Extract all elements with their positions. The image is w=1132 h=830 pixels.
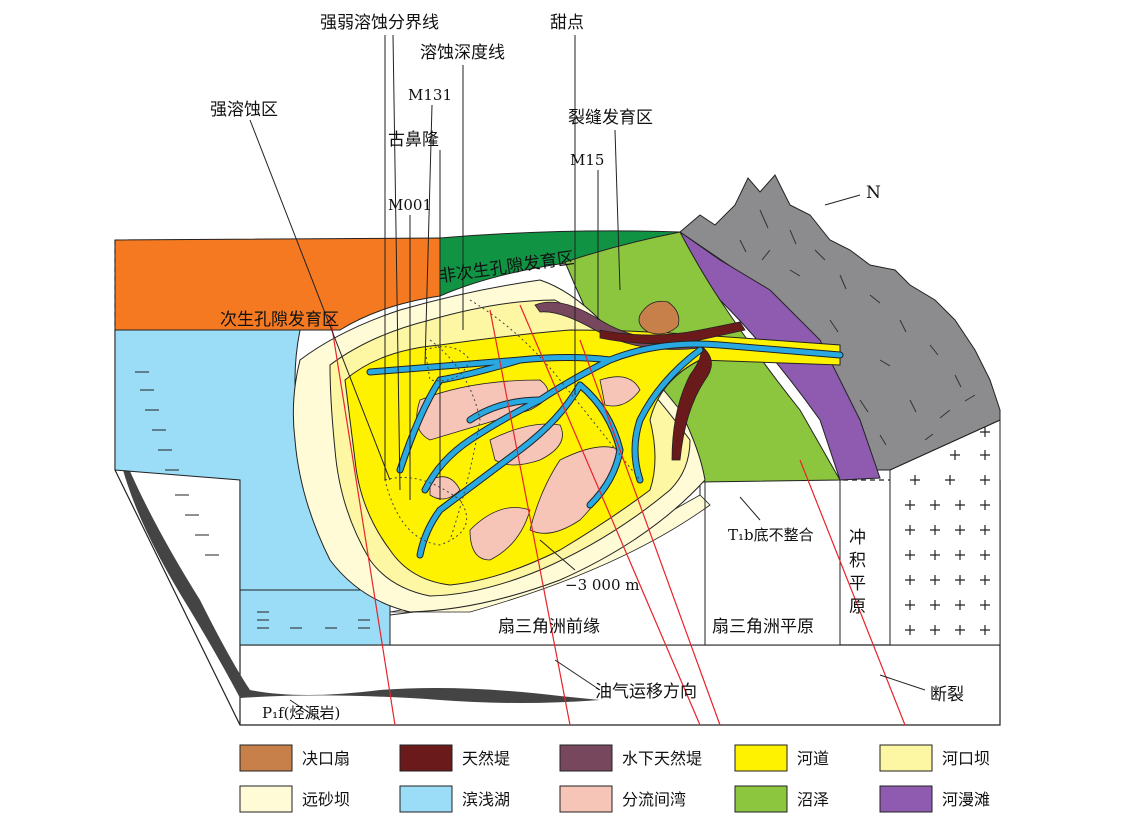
mountain-range xyxy=(679,174,1001,471)
label-depth-contour: −3 000 m xyxy=(565,576,640,594)
legend-label-shore-shallow-lake: 滨浅湖 xyxy=(462,790,510,809)
dissolution-contours xyxy=(384,299,641,546)
label-well-m15: M15 xyxy=(570,151,604,169)
legend-label-natural-levee: 天然堤 xyxy=(462,749,510,768)
legend-swatch-crevasse-splay xyxy=(239,744,293,772)
legend-label-interdistributary-bay: 分流间湾 xyxy=(622,790,686,809)
label-strong-weak-boundary: 强弱溶蚀分界线 xyxy=(320,13,439,33)
legend-label-swamp: 沼泽 xyxy=(797,790,829,809)
legend-swatch-shore-shallow-lake xyxy=(399,785,453,813)
label-source-rock: P₁f(烃源岩) xyxy=(262,704,340,722)
river-channels-fill xyxy=(367,341,843,558)
legend-label-distal-bar: 远砂坝 xyxy=(302,790,350,809)
label-alluvial-plain: 冲积平原 xyxy=(845,528,866,620)
legend-swatch-distal-bar xyxy=(239,785,293,813)
legend-label-channel: 河道 xyxy=(797,749,829,768)
natural-levee-zone xyxy=(671,344,712,461)
legend-swatch-interdistributary-bay xyxy=(559,785,613,813)
front-lake-face xyxy=(239,589,391,646)
legend-label-mouth-bar: 河口坝 xyxy=(942,749,990,768)
front-lake-dashes xyxy=(257,611,370,629)
label-fan-delta-front: 扇三角洲前缘 xyxy=(498,617,600,637)
legend-swatch-natural-levee xyxy=(399,744,453,772)
label-unconformity: T₁b底不整合 xyxy=(728,526,814,544)
mountain-texture xyxy=(739,209,976,446)
label-ancient-nose-uplift: 古鼻隆 xyxy=(388,130,439,150)
fault-lines xyxy=(329,304,906,726)
label-well-m131: M131 xyxy=(408,86,452,104)
label-fracture-zone: 裂缝发育区 xyxy=(568,108,653,128)
label-dissolution-depth-line: 溶蚀深度线 xyxy=(420,43,505,63)
label-sweet-spot: 甜点 xyxy=(550,13,584,33)
legend-label-subaqueous-levee: 水下天然堤 xyxy=(622,749,702,768)
legend-swatch-channel xyxy=(734,744,788,772)
legend-swatch-floodplain xyxy=(879,785,933,813)
crevasse-splay-zone xyxy=(638,300,680,335)
legend-swatch-mouth-bar xyxy=(879,744,933,772)
label-north: N xyxy=(866,183,881,203)
label-fault: 断裂 xyxy=(930,685,964,705)
lake-dashes xyxy=(135,371,219,556)
legend-label-floodplain: 河漫滩 xyxy=(942,790,990,809)
label-secondary-pore-zone: 次生孔隙发育区 xyxy=(220,310,339,330)
natural-levee-top xyxy=(599,321,746,344)
label-strong-dissolution-zone: 强溶蚀区 xyxy=(210,100,278,120)
leader-lines xyxy=(249,34,926,721)
label-migration-direction: 油气运移方向 xyxy=(595,682,697,702)
legend-label-crevasse-splay: 决口扇 xyxy=(302,749,350,768)
basement-crosses xyxy=(905,427,990,635)
legend-swatch-subaqueous-levee xyxy=(559,744,613,772)
label-fan-delta-plain: 扇三角洲平原 xyxy=(712,617,814,637)
legend-swatch-swamp xyxy=(734,785,788,813)
label-well-m001: M001 xyxy=(388,196,432,214)
